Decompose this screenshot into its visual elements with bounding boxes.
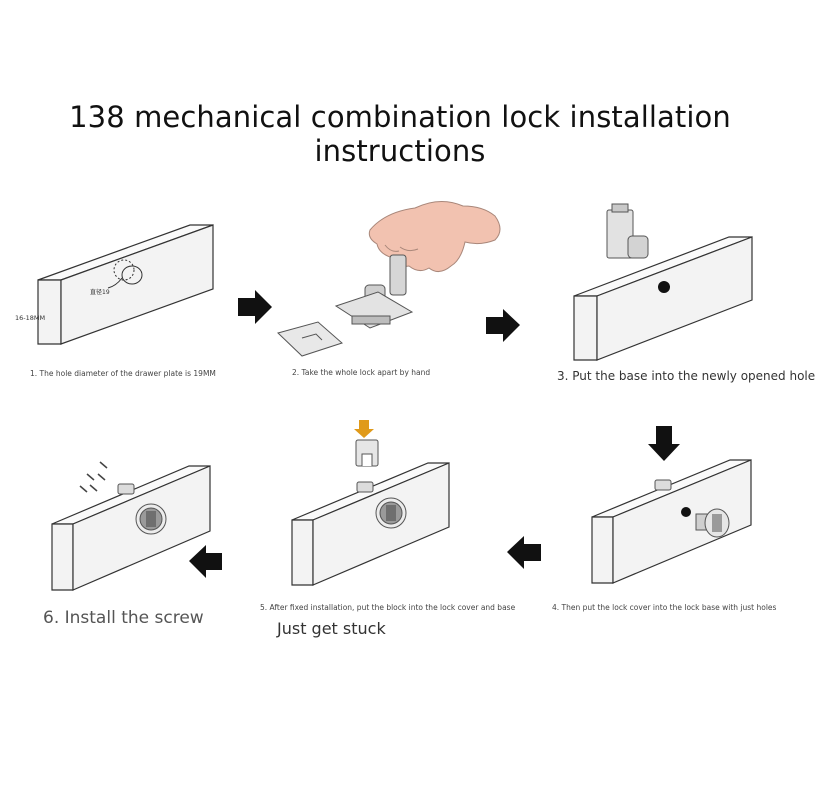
arrow-left-icon — [507, 536, 541, 569]
step3-base — [606, 203, 649, 259]
arrow-right-icon — [486, 309, 520, 342]
step4-board — [591, 459, 752, 584]
orange-down-arrow-icon — [354, 420, 374, 438]
page-title: 138 mechanical combination lock installa… — [69, 100, 731, 168]
step2-block-plate — [277, 321, 343, 357]
step1-board — [37, 224, 214, 345]
step5-base-tab — [356, 481, 374, 493]
step4-base-tab — [654, 479, 672, 491]
step5-block — [355, 439, 379, 467]
step4-caption-extra: Just get stuck — [277, 619, 386, 638]
step6-lock-dial — [135, 503, 167, 535]
step4-caption: 4. Then put the lock cover into the lock… — [552, 603, 777, 612]
arrow-left-icon — [189, 545, 222, 578]
step1-caption: 1. The hole diameter of the drawer plate… — [30, 369, 216, 378]
step4-lock-cover — [695, 508, 730, 538]
arrow-down-icon — [648, 426, 680, 461]
step6-caption: 6. Install the screw — [43, 608, 204, 628]
step1-hole-marking — [107, 259, 143, 289]
step6-base-tab — [117, 483, 135, 495]
step2-base-plate — [334, 291, 414, 329]
step2-hand — [368, 201, 501, 272]
arrow-right-icon — [238, 290, 272, 324]
step3-hole — [658, 281, 670, 293]
step3-caption: 3. Put the base into the newly opened ho… — [557, 369, 815, 383]
step5-caption: 5. After fixed installation, put the blo… — [260, 603, 516, 612]
step5-board — [291, 462, 450, 586]
step5-lock-dial — [375, 497, 407, 529]
step4-hole — [681, 507, 691, 517]
step2-caption: 2. Take the whole lock apart by hand — [292, 368, 431, 377]
thickness-label: 16-18MM — [15, 314, 45, 322]
step3-board — [573, 236, 753, 361]
step6-screws — [79, 461, 108, 493]
diameter-label: 直径19 — [90, 288, 110, 296]
